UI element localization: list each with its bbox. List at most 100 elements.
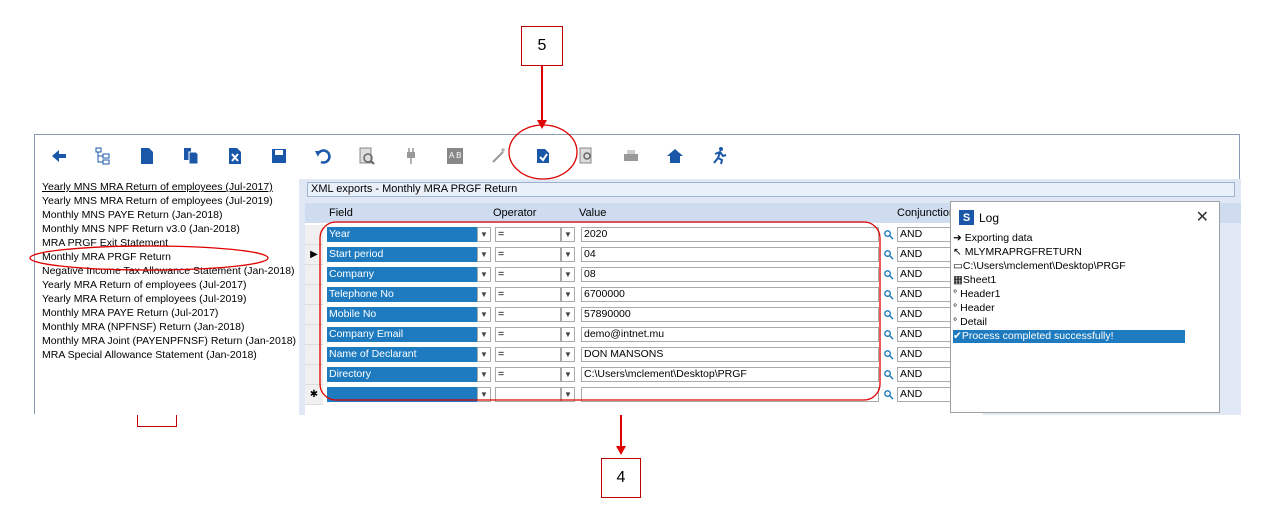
search-document-icon[interactable] [575,144,599,168]
search-icon[interactable] [881,267,895,282]
field-select[interactable]: Start period [327,247,477,262]
report-item[interactable]: Monthly MRA Joint (PAYENPFNSF) Return (J… [42,335,297,347]
operator-select[interactable]: = [495,347,561,362]
field-select[interactable] [327,387,477,402]
conjunction-select[interactable]: AND [897,307,967,322]
chevron-down-icon[interactable]: ▼ [561,367,575,382]
value-input[interactable]: demo@intnet.mu [581,327,879,342]
field-select[interactable]: Name of Declarant [327,347,477,362]
new-row[interactable]: ✱ ▼ ▼ AND ▼ [305,385,983,405]
search-icon[interactable] [881,347,895,362]
delete-document-icon[interactable] [223,144,247,168]
value-input[interactable] [581,387,879,402]
spelling-icon[interactable]: A B [443,144,467,168]
row-indicator[interactable] [305,265,323,285]
copy-icon[interactable] [179,144,203,168]
report-item[interactable]: Yearly MRA Return of employees (Jul-2019… [42,293,247,305]
chevron-down-icon[interactable]: ▼ [477,347,491,362]
chevron-down-icon[interactable]: ▼ [561,307,575,322]
preview-icon[interactable] [355,144,379,168]
report-item[interactable]: Monthly MNS NPF Return v3.0 (Jan-2018) [42,223,240,235]
conjunction-select[interactable]: AND [897,347,967,362]
new-document-icon[interactable] [135,144,159,168]
chevron-down-icon[interactable]: ▼ [561,327,575,342]
row-indicator[interactable] [305,285,323,305]
chevron-down-icon[interactable]: ▼ [477,387,491,402]
plug-icon[interactable] [399,144,423,168]
field-select[interactable]: Company [327,267,477,282]
row-indicator[interactable] [305,305,323,325]
row-indicator[interactable] [305,365,323,385]
value-input[interactable]: 6700000 [581,287,879,302]
report-item[interactable]: Monthly MRA PAYE Return (Jul-2017) [42,307,219,319]
table-row[interactable]: Mobile No ▼ = ▼ 57890000 AND ▼ [305,305,983,325]
search-icon[interactable] [881,287,895,302]
table-row[interactable]: Directory ▼ = ▼ C:\Users\mclement\Deskto… [305,365,983,385]
new-row-icon[interactable]: ✱ [305,385,323,405]
print-icon[interactable] [619,144,643,168]
chevron-down-icon[interactable]: ▼ [561,267,575,282]
operator-select[interactable]: = [495,367,561,382]
save-icon[interactable] [267,144,291,168]
chevron-down-icon[interactable]: ▼ [477,247,491,262]
field-select[interactable]: Company Email [327,327,477,342]
report-item[interactable]: Yearly MNS MRA Return of employees (Jul-… [42,195,273,207]
search-icon[interactable] [881,327,895,342]
chevron-down-icon[interactable]: ▼ [477,307,491,322]
search-icon[interactable] [881,307,895,322]
undo-icon[interactable] [311,144,335,168]
chevron-down-icon[interactable]: ▼ [561,387,575,402]
conjunction-select[interactable]: AND [897,387,967,402]
value-input[interactable]: DON MANSONS [581,347,879,362]
field-select[interactable]: Telephone No [327,287,477,302]
conjunction-select[interactable]: AND [897,367,967,382]
report-item[interactable]: MRA Special Allowance Statement (Jan-201… [42,349,257,361]
value-input[interactable]: 04 [581,247,879,262]
conjunction-select[interactable]: AND [897,247,967,262]
table-row[interactable]: Company ▼ = ▼ 08 AND ▼ [305,265,983,285]
chevron-down-icon[interactable]: ▼ [477,287,491,302]
report-item[interactable]: Yearly MNS MRA Return of employees (Jul-… [42,181,273,193]
report-item[interactable]: Yearly MRA Return of employees (Jul-2017… [42,279,247,291]
chevron-down-icon[interactable]: ▼ [561,287,575,302]
table-row[interactable]: Name of Declarant ▼ = ▼ DON MANSONS AND … [305,345,983,365]
run-icon[interactable] [707,144,731,168]
table-row[interactable]: Telephone No ▼ = ▼ 6700000 AND ▼ [305,285,983,305]
row-indicator[interactable] [305,225,323,245]
search-icon[interactable] [881,247,895,262]
current-row-icon[interactable]: ▶ [305,245,323,265]
home-icon[interactable] [663,144,687,168]
operator-select[interactable] [495,387,561,402]
field-select[interactable]: Year [327,227,477,242]
conjunction-select[interactable]: AND [897,287,967,302]
report-item[interactable]: Monthly MRA (NPFNSF) Return (Jan-2018) [42,321,245,333]
report-item-selected[interactable]: Monthly MRA PRGF Return [42,251,171,263]
value-input[interactable]: 57890000 [581,307,879,322]
value-input[interactable]: 08 [581,267,879,282]
operator-select[interactable]: = [495,327,561,342]
value-input[interactable]: 2020 [581,227,879,242]
back-icon[interactable] [47,144,71,168]
operator-select[interactable]: = [495,247,561,262]
export-icon[interactable] [531,144,555,168]
chevron-down-icon[interactable]: ▼ [561,247,575,262]
chevron-down-icon[interactable]: ▼ [561,347,575,362]
chevron-down-icon[interactable]: ▼ [477,367,491,382]
value-input[interactable]: C:\Users\mclement\Desktop\PRGF [581,367,879,382]
chevron-down-icon[interactable]: ▼ [561,227,575,242]
operator-select[interactable]: = [495,307,561,322]
chevron-down-icon[interactable]: ▼ [477,267,491,282]
search-icon[interactable] [881,387,895,402]
operator-select[interactable]: = [495,227,561,242]
conjunction-select[interactable]: AND [897,267,967,282]
search-icon[interactable] [881,227,895,242]
field-select[interactable]: Mobile No [327,307,477,322]
magic-wand-icon[interactable] [487,144,511,168]
close-icon[interactable]: ✕ [1195,209,1209,226]
chevron-down-icon[interactable]: ▼ [477,227,491,242]
field-select[interactable]: Directory [327,367,477,382]
operator-select[interactable]: = [495,267,561,282]
row-indicator[interactable] [305,345,323,365]
report-item[interactable]: Negative Income Tax Allowance Statement … [42,265,295,277]
report-item[interactable]: Monthly MNS PAYE Return (Jan-2018) [42,209,223,221]
